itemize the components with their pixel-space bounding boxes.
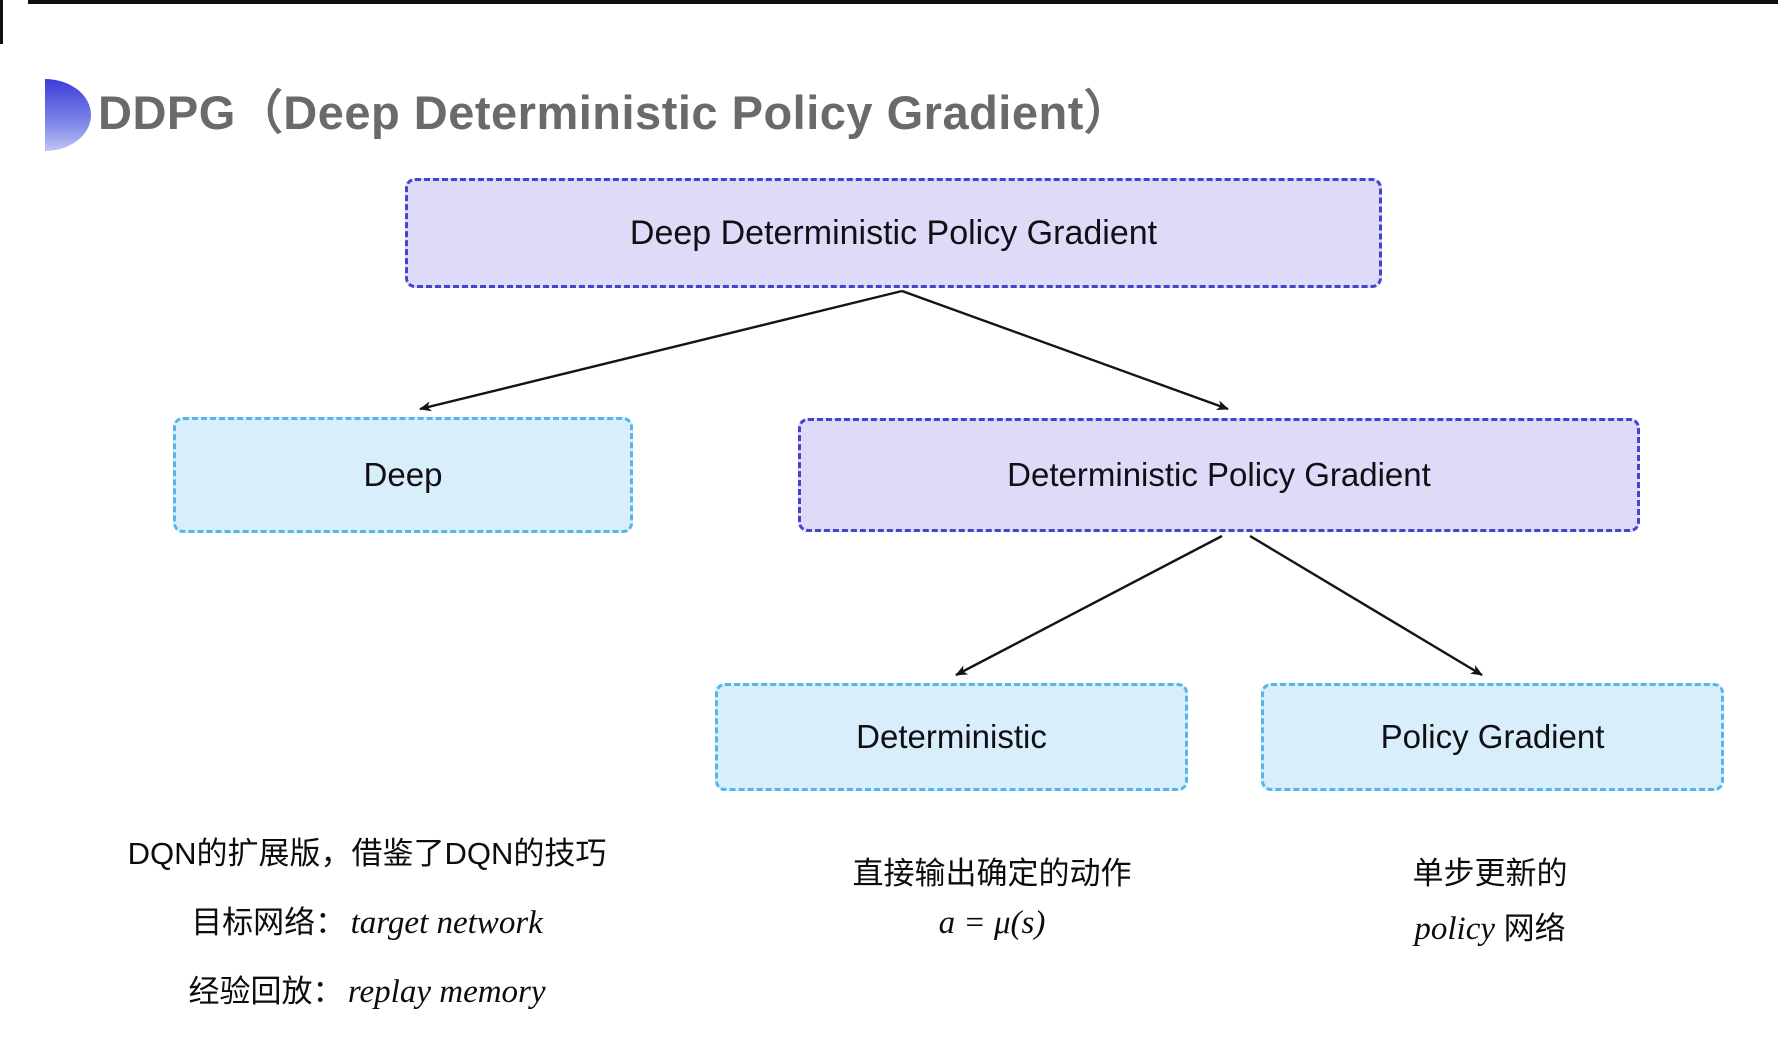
arrow-dpg-to-deterministic [955,534,1223,677]
node-label: Policy Gradient [1380,718,1605,755]
top-edge-line [28,0,1778,4]
note-deep: DQN的扩展版，借鉴了DQN的技巧 目标网络： target network 经… [112,828,622,1035]
note-line: DQN的扩展版，借鉴了DQN的技巧 [127,836,607,871]
node-deep-deterministic-policy-gradient: Deep Deterministic Policy Gradient [405,178,1382,288]
node-deterministic-policy-gradient: Deterministic Policy Gradient [798,418,1640,532]
page-title: DDPG（Deep Deterministic Policy Gradient） [98,86,1132,139]
node-policy-gradient: Policy Gradient [1261,683,1724,791]
note-formula: a = μ(s) [938,905,1046,941]
note-term-en: replay memory [347,974,546,1010]
node-label: Deep [363,456,443,493]
arrow-dpg-to-policy-gradient [1249,534,1483,677]
title-bullet-icon [45,79,91,151]
node-label: Deterministic [856,718,1047,755]
note-line: 目标网络： target network [112,897,622,942]
note-term-en: target network [350,905,543,941]
note-line: 经验回放： replay memory [112,966,622,1011]
node-deep: Deep [173,417,633,533]
note-line: 单步更新的 [1412,856,1568,891]
note-line: policy 网络 [1290,903,1690,948]
arrow-root-to-dpg [901,289,1229,411]
note-deterministic: 直接输出确定的动作 a = μ(s) [792,848,1192,954]
note-term-cn: 经验回放： [188,974,344,1009]
left-edge-line [0,0,3,44]
note-term-en: policy [1414,911,1495,947]
note-term-cn [1495,911,1504,946]
arrow-root-to-deep [419,289,903,412]
node-deterministic: Deterministic [715,683,1188,791]
note-term-cn: 目标网络： [191,905,347,940]
node-label: Deterministic Policy Gradient [1007,456,1431,493]
note-term-cn: 网络 [1503,911,1566,946]
node-label: Deep Deterministic Policy Gradient [629,213,1158,252]
note-line: 直接输出确定的动作 [852,856,1132,891]
note-policy-gradient: 单步更新的 policy 网络 [1290,848,1690,958]
